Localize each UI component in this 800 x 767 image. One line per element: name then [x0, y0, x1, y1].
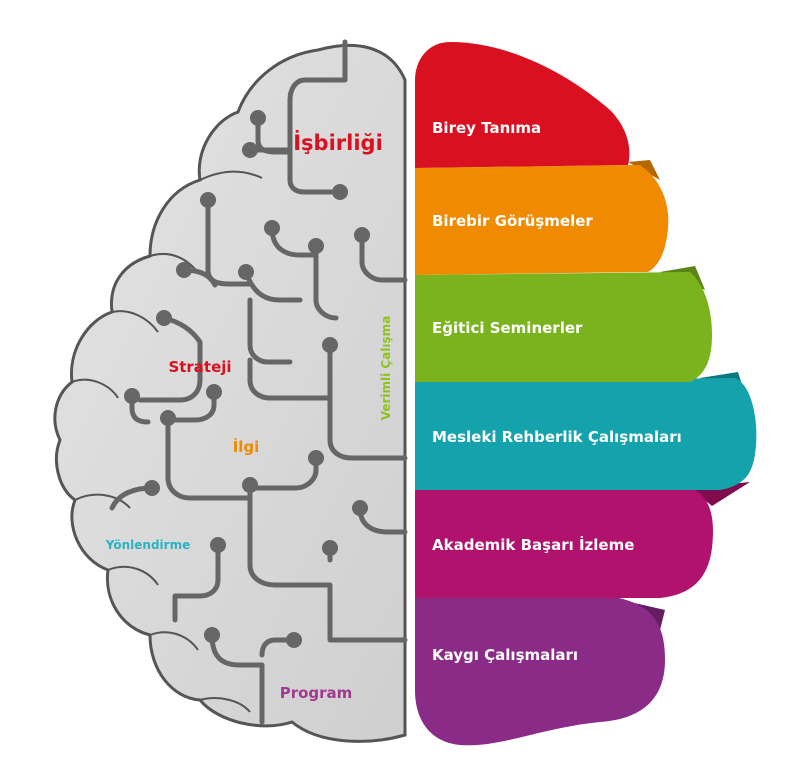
- band-mesleki-label: Mesleki Rehberlik Çalışmaları: [432, 428, 682, 446]
- label-program: Program: [280, 684, 353, 702]
- band-birebir: Birebir Görüşmeler: [415, 160, 669, 275]
- label-verimli-calisma: Verimli Çalışma: [379, 316, 393, 421]
- band-birey-shape: [415, 42, 630, 168]
- band-kaygi-label: Kaygı Çalışmaları: [432, 646, 578, 664]
- right-hemisphere: Kaygı Çalışmaları Akademik Başarı İzleme…: [415, 42, 757, 746]
- band-kaygi-shape: [415, 595, 665, 746]
- lobe-folds: [71, 170, 263, 713]
- band-mesleki: Mesleki Rehberlik Çalışmaları: [415, 372, 757, 490]
- label-isbirligi: İşbirliği: [293, 130, 383, 155]
- band-akademik-label: Akademik Başarı İzleme: [432, 535, 634, 554]
- band-akademik: Akademik Başarı İzleme: [415, 482, 750, 598]
- label-strateji: Strateji: [168, 358, 231, 376]
- band-egitici-label: Eğitici Seminerler: [432, 319, 583, 337]
- label-yonlendirme: Yönlendirme: [105, 538, 190, 552]
- label-ilgi: İlgi: [233, 437, 260, 456]
- band-kaygi: Kaygı Çalışmaları: [415, 595, 665, 746]
- band-birebir-label: Birebir Görüşmeler: [432, 212, 593, 230]
- band-egitici: Eğitici Seminerler: [415, 266, 712, 382]
- left-hemisphere: İşbirliği Strateji İlgi Yönlendirme Prog…: [53, 39, 408, 743]
- band-birey-label: Birey Tanıma: [432, 119, 541, 137]
- band-mesleki-shape: [415, 378, 757, 490]
- band-akademik-shape: [415, 488, 713, 598]
- circuit-nodes: [124, 110, 370, 648]
- left-hemisphere-outline: [53, 43, 407, 743]
- band-birebir-shape: [415, 165, 669, 275]
- band-egitici-shape: [415, 272, 712, 382]
- band-birey: Birey Tanıma: [415, 42, 630, 168]
